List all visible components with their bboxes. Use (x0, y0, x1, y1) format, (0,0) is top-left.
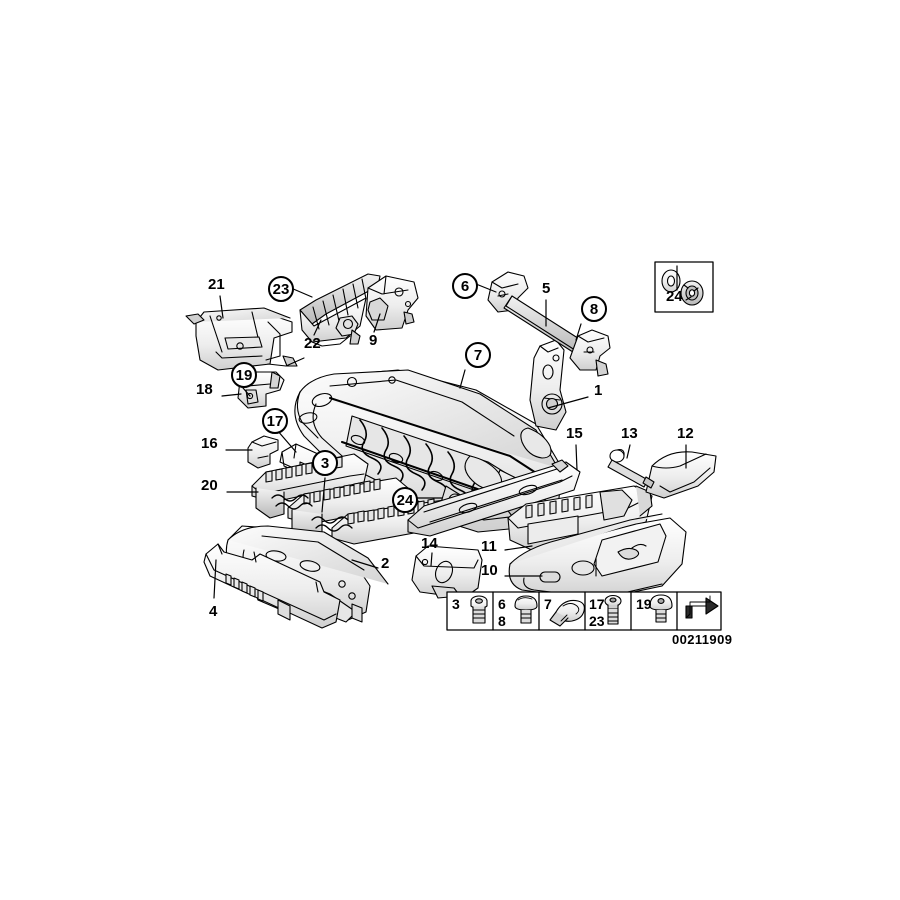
legend-number-8: 8 (498, 613, 506, 629)
legend-number-3: 3 (452, 596, 460, 612)
legend-number-23: 23 (589, 613, 605, 629)
detail-box-24 (654, 261, 714, 313)
callout-14: 14 (421, 535, 438, 552)
callout-19: 19 (231, 362, 257, 388)
callout-16: 16 (201, 435, 218, 452)
legend-number-7: 7 (544, 596, 552, 612)
callout-12: 12 (677, 425, 694, 442)
callout-6: 6 (452, 273, 478, 299)
callout-22: 22 (304, 335, 321, 352)
callout-17: 17 (262, 408, 288, 434)
callout-11: 11 (481, 538, 497, 555)
legend-box (446, 591, 722, 631)
callout-7: 7 (465, 342, 491, 368)
callout-5: 5 (542, 280, 551, 297)
callout-23: 23 (268, 276, 294, 302)
leader-lines (213, 265, 687, 599)
callout-20: 20 (201, 477, 218, 494)
part-9-shape (365, 275, 419, 331)
callout-13: 13 (621, 425, 638, 442)
callout-1: 1 (594, 382, 603, 399)
part-4-front-cover (203, 543, 363, 629)
callout-24-inline: 24 (392, 487, 418, 513)
part-16-shape (247, 435, 279, 469)
callout-2: 2 (381, 555, 390, 572)
callout-4: 4 (209, 603, 218, 620)
legend-number-6: 6 (498, 596, 506, 612)
legend-number-17: 17 (589, 596, 605, 612)
callout-15: 15 (566, 425, 583, 442)
part-21-shape (185, 307, 305, 371)
part-11-carrier (507, 485, 653, 553)
callout-9: 9 (369, 332, 378, 349)
part-5-6-8-rod (487, 271, 611, 377)
callout-10: 10 (481, 562, 498, 579)
part-10-side-panel (508, 513, 687, 601)
callout-24: 24 (666, 288, 683, 305)
part-12-cap (645, 451, 717, 499)
legend-number-19: 19 (636, 596, 652, 612)
callout-21: 21 (208, 276, 225, 293)
diagram-part-number: 00211909 (672, 632, 733, 647)
callout-18: 18 (196, 381, 213, 398)
part-14-housing (411, 545, 483, 599)
part-13-bolt (607, 449, 655, 489)
part-15-rail (407, 459, 581, 537)
callout-3: 3 (312, 450, 338, 476)
callout-8: 8 (581, 296, 607, 322)
